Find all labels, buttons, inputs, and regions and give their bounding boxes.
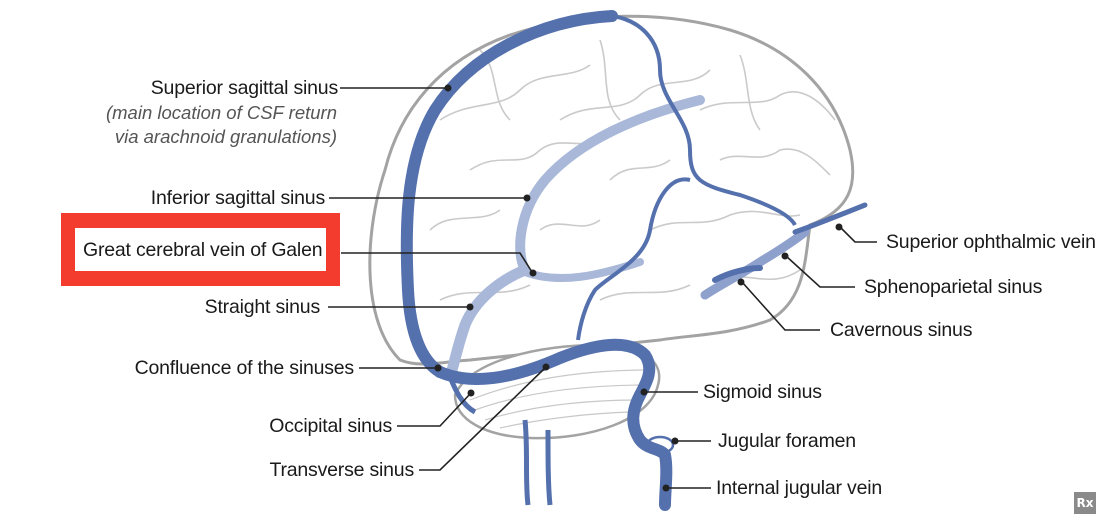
straight-sinus [446,264,531,376]
label-superior-ophthalmic-vein: Superior ophthalmic vein [886,231,1096,253]
brain-outline [368,14,855,366]
occipital-sinus [445,371,477,415]
label-jugular-foramen: Jugular foramen [718,430,856,452]
label-occipital-sinus: Occipital sinus [269,415,392,437]
cerebellum-folia [469,369,651,429]
inferior-sagittal-sinus [515,95,705,275]
leader-dots [434,84,843,492]
label-superior-sagittal-sinus: Superior sagittal sinus [150,77,338,99]
label-straight-sinus: Straight sinus [204,296,321,318]
label-sphenoparietal-sinus: Sphenoparietal sinus [864,276,1043,298]
leader-lines [328,87,877,489]
label-great-cerebral-vein: Great cerebral vein of Galen [83,239,323,261]
highlight-box: Great cerebral vein of Galen [61,213,340,286]
superior-ophthalmic-vein [792,202,868,235]
rx-logo: Rx [1074,492,1096,514]
label-inferior-sagittal-sinus: Inferior sagittal sinus [150,187,325,209]
highlight-inner: Great cerebral vein of Galen [75,228,326,271]
label-confluence: Confluence of the sinuses [134,357,355,379]
jugular-foramen-ring [645,435,675,455]
brainstem [522,419,531,506]
label-internal-jugular-vein: Internal jugular vein [716,477,882,499]
label-transverse-sinus: Transverse sinus [269,459,414,481]
note-csf-return: (main location of CSF return via arachno… [106,101,337,149]
cavernous-sinus [700,227,810,300]
transverse-sinus [434,338,656,401]
note-line-1: (main location of CSF return [105,102,337,123]
label-cavernous-sinus: Cavernous sinus [830,319,973,341]
note-line-2: via arachnoid granulations) [114,126,337,147]
label-sigmoid-sinus: Sigmoid sinus [703,381,822,403]
superior-sagittal-sinus [400,10,618,378]
sigmoid-sinus [627,389,673,511]
